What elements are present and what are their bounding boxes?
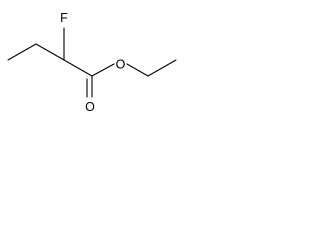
ester-oxygen-label: O	[116, 58, 126, 72]
bond-ester-o-ch2	[126, 63, 149, 77]
structure-diagram: F O O	[7, 11, 177, 114]
bond-chf-carbonyl	[63, 59, 93, 77]
bond-carbonyl-ester-o	[91, 63, 115, 77]
fluorine-label: F	[60, 11, 68, 25]
carbonyl-oxygen-label: O	[85, 100, 95, 114]
bond-ch2-chf	[35, 43, 65, 61]
bond-ch3-ch2	[7, 43, 37, 61]
bond-ethyl-ch2-ch3	[147, 59, 177, 77]
